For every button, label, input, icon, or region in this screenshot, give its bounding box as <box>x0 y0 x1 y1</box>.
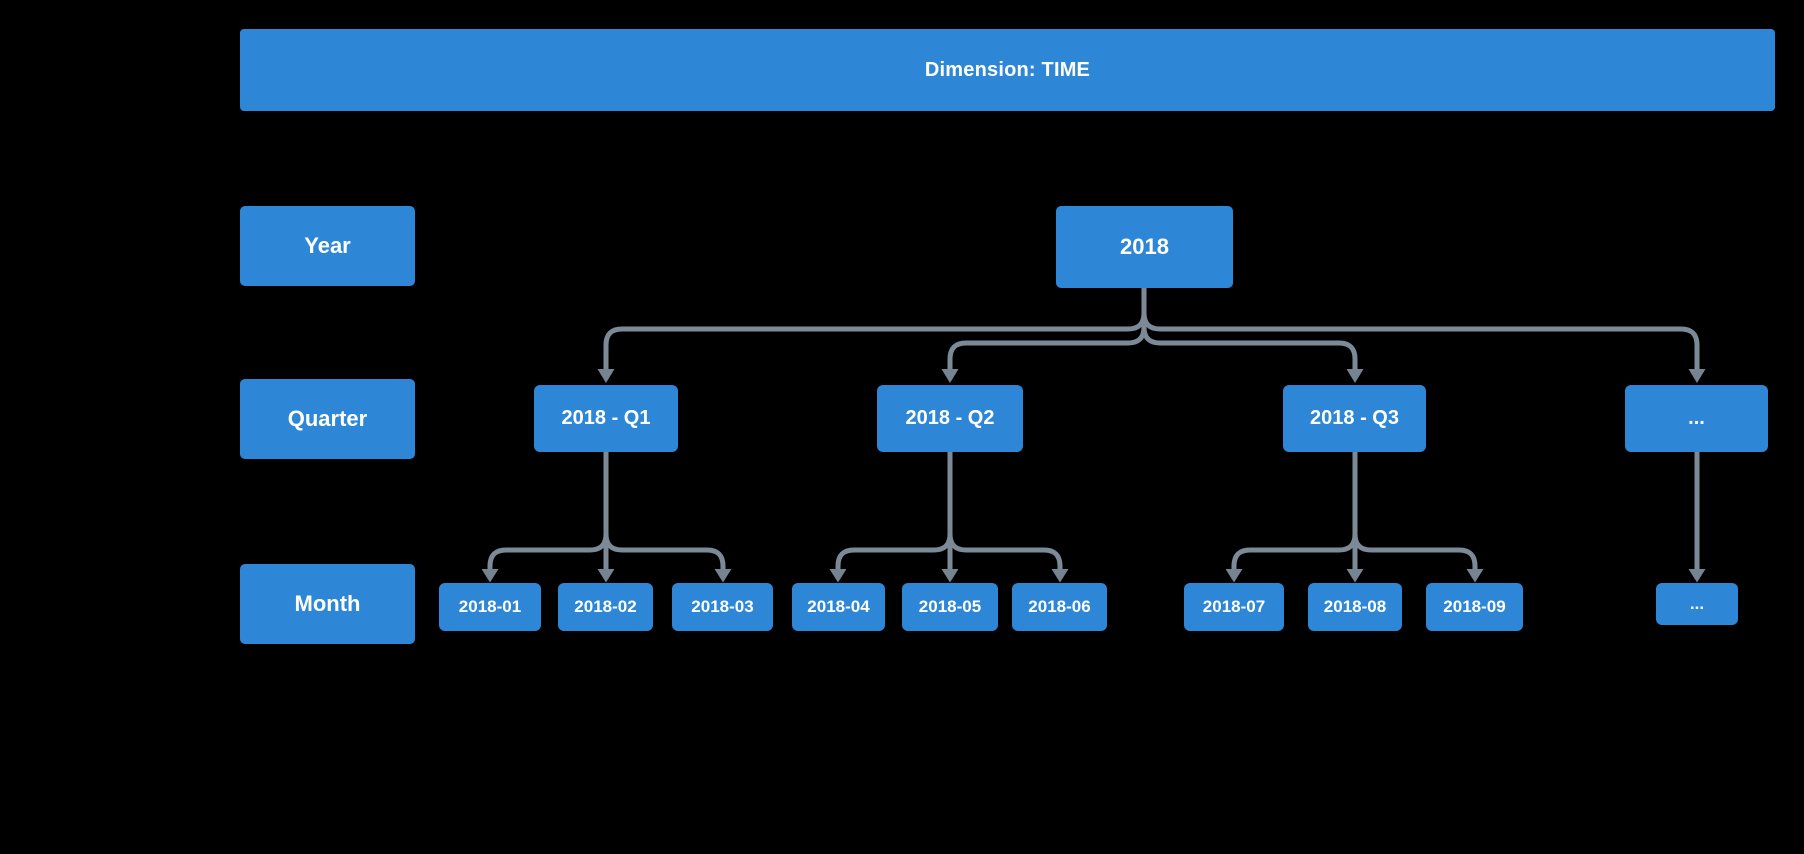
edge-q1-m01 <box>487 452 609 570</box>
edge-year-q3 <box>1141 288 1358 370</box>
tree-node-month-01: 2018-01 <box>439 583 541 631</box>
tree-node-month-07: 2018-07 <box>1184 583 1284 631</box>
arrowhead-icon <box>1051 569 1069 583</box>
arrowhead-icon <box>1346 569 1364 583</box>
tree-node-quarter-q3: 2018 - Q3 <box>1283 385 1426 452</box>
arrowhead-icon <box>1346 369 1364 383</box>
edge-q1-m03 <box>603 452 726 570</box>
tree-node-month-03: 2018-03 <box>672 583 773 631</box>
edge-q2-m06 <box>947 452 1063 570</box>
edge-q2-m04 <box>835 452 953 570</box>
arrowhead-icon <box>829 569 847 583</box>
tree-node-month-06: 2018-06 <box>1012 583 1107 631</box>
edge-year-qdots <box>1141 288 1700 370</box>
q1-to-month-connectors <box>481 452 732 583</box>
qdots-to-month-connector <box>1688 452 1706 583</box>
arrowhead-icon <box>597 369 615 383</box>
arrowhead-icon <box>714 569 732 583</box>
tree-node-year-2018: 2018 <box>1056 206 1233 288</box>
row-label-month: Month <box>240 564 415 644</box>
arrowhead-icon <box>1688 569 1706 583</box>
tree-node-month-04: 2018-04 <box>792 583 885 631</box>
year-to-quarter-connectors <box>597 288 1706 383</box>
tree-node-month-09: 2018-09 <box>1426 583 1523 631</box>
edge-year-q1 <box>603 288 1147 370</box>
q2-to-month-connectors <box>829 452 1069 583</box>
arrowhead-icon <box>941 369 959 383</box>
tree-node-month-02: 2018-02 <box>558 583 653 631</box>
row-label-quarter: Quarter <box>240 379 415 459</box>
edge-q3-m09 <box>1352 452 1478 570</box>
arrowhead-icon <box>1225 569 1243 583</box>
arrowhead-icon <box>597 569 615 583</box>
arrowhead-icon <box>1466 569 1484 583</box>
tree-node-quarter-ellipsis: ... <box>1625 385 1768 452</box>
diagram-title-bar: Dimension: TIME <box>240 29 1775 111</box>
arrowhead-icon <box>1688 369 1706 383</box>
edge-q3-m07 <box>1231 452 1358 570</box>
arrowhead-icon <box>941 569 959 583</box>
tree-node-month-08: 2018-08 <box>1308 583 1402 631</box>
arrowhead-icon <box>481 569 499 583</box>
tree-node-quarter-q2: 2018 - Q2 <box>877 385 1023 452</box>
tree-node-quarter-q1: 2018 - Q1 <box>534 385 678 452</box>
tree-node-month-ellipsis: ... <box>1656 583 1738 625</box>
row-label-year: Year <box>240 206 415 286</box>
tree-node-month-05: 2018-05 <box>902 583 998 631</box>
q3-to-month-connectors <box>1225 452 1484 583</box>
